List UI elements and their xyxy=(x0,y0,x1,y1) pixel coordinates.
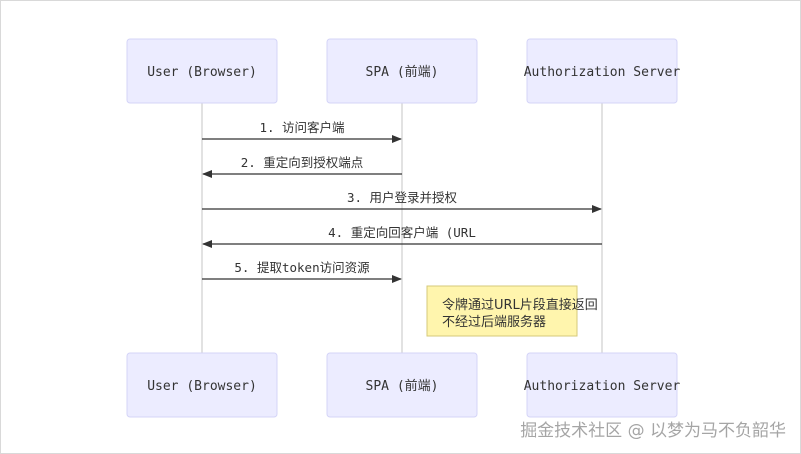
message-5: 5. 提取token访问资源 xyxy=(202,260,402,283)
message-3: 3. 用户登录并授权 xyxy=(202,190,602,213)
message-5-label: 5. 提取token访问资源 xyxy=(234,260,370,275)
actor-auth-top: Authorization Server xyxy=(524,38,681,104)
actor-user-bottom-label: User (Browser) xyxy=(147,379,257,394)
actor-auth-bottom-label: Authorization Server xyxy=(524,379,681,394)
actor-spa-top-label: SPA (前端) xyxy=(366,64,439,80)
message-1: 1. 访问客户端 xyxy=(202,120,402,143)
message-4-label: 4. 重定向回客户端 (URL xyxy=(328,225,476,240)
note-line-2: 不经过后端服务器 xyxy=(442,314,546,330)
actor-spa-top: SPA (前端) xyxy=(326,38,478,104)
message-4: 4. 重定向回客户端 (URL xyxy=(202,225,602,248)
actor-auth-bottom: Authorization Server xyxy=(524,352,681,418)
message-1-label: 1. 访问客户端 xyxy=(259,120,344,135)
note-line-1: 令牌通过URL片段直接返回 xyxy=(442,297,598,313)
message-3-label: 3. 用户登录并授权 xyxy=(347,190,458,205)
message-2: 2. 重定向到授权端点 xyxy=(202,155,402,178)
actor-user-top: User (Browser) xyxy=(126,38,278,104)
actor-user-top-label: User (Browser) xyxy=(147,65,257,80)
note: 令牌通过URL片段直接返回 不经过后端服务器 xyxy=(426,285,598,337)
message-2-label: 2. 重定向到授权端点 xyxy=(241,155,364,170)
actor-auth-top-label: Authorization Server xyxy=(524,65,681,80)
watermark: 掘金技术社区 @ 以梦为马不负韶华 xyxy=(520,421,786,441)
actor-spa-bottom: SPA (前端) xyxy=(326,352,478,418)
actor-user-bottom: User (Browser) xyxy=(126,352,278,418)
actor-spa-bottom-label: SPA (前端) xyxy=(366,378,439,394)
